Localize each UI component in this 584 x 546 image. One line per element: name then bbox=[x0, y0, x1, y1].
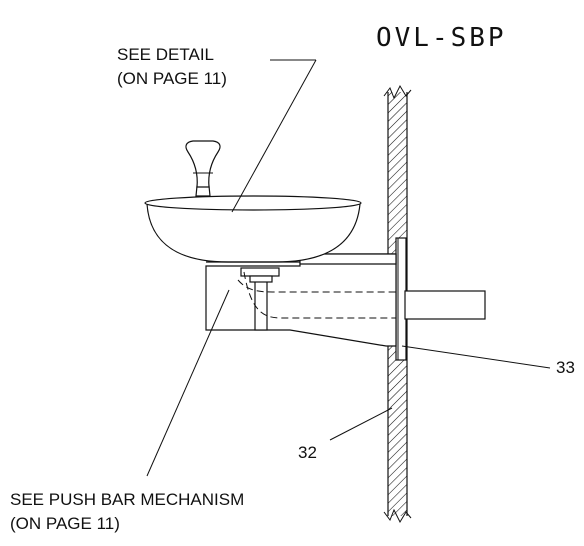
detail-leader bbox=[231, 59, 317, 213]
bracket-housing bbox=[205, 253, 397, 347]
pushbar-leader bbox=[146, 289, 230, 477]
pushbar-callout-line1: SEE PUSH BAR MECHANISM bbox=[10, 490, 244, 509]
bowl bbox=[144, 195, 362, 263]
detail-callout-line1: SEE DETAIL bbox=[117, 45, 214, 64]
part-number-32: 32 bbox=[298, 443, 317, 462]
pushbar-callout-line2: (ON PAGE 11) bbox=[10, 514, 120, 533]
detail-callout-line2: (ON PAGE 11) bbox=[117, 69, 227, 88]
part-33-leader bbox=[401, 345, 551, 369]
push-button bbox=[185, 140, 221, 197]
drain-hidden-lines bbox=[237, 271, 396, 319]
waste-pipe bbox=[404, 290, 486, 320]
part-number-33: 33 bbox=[556, 358, 575, 377]
part-32-leader bbox=[329, 407, 393, 441]
model-code: OVL-SBP bbox=[376, 23, 507, 53]
